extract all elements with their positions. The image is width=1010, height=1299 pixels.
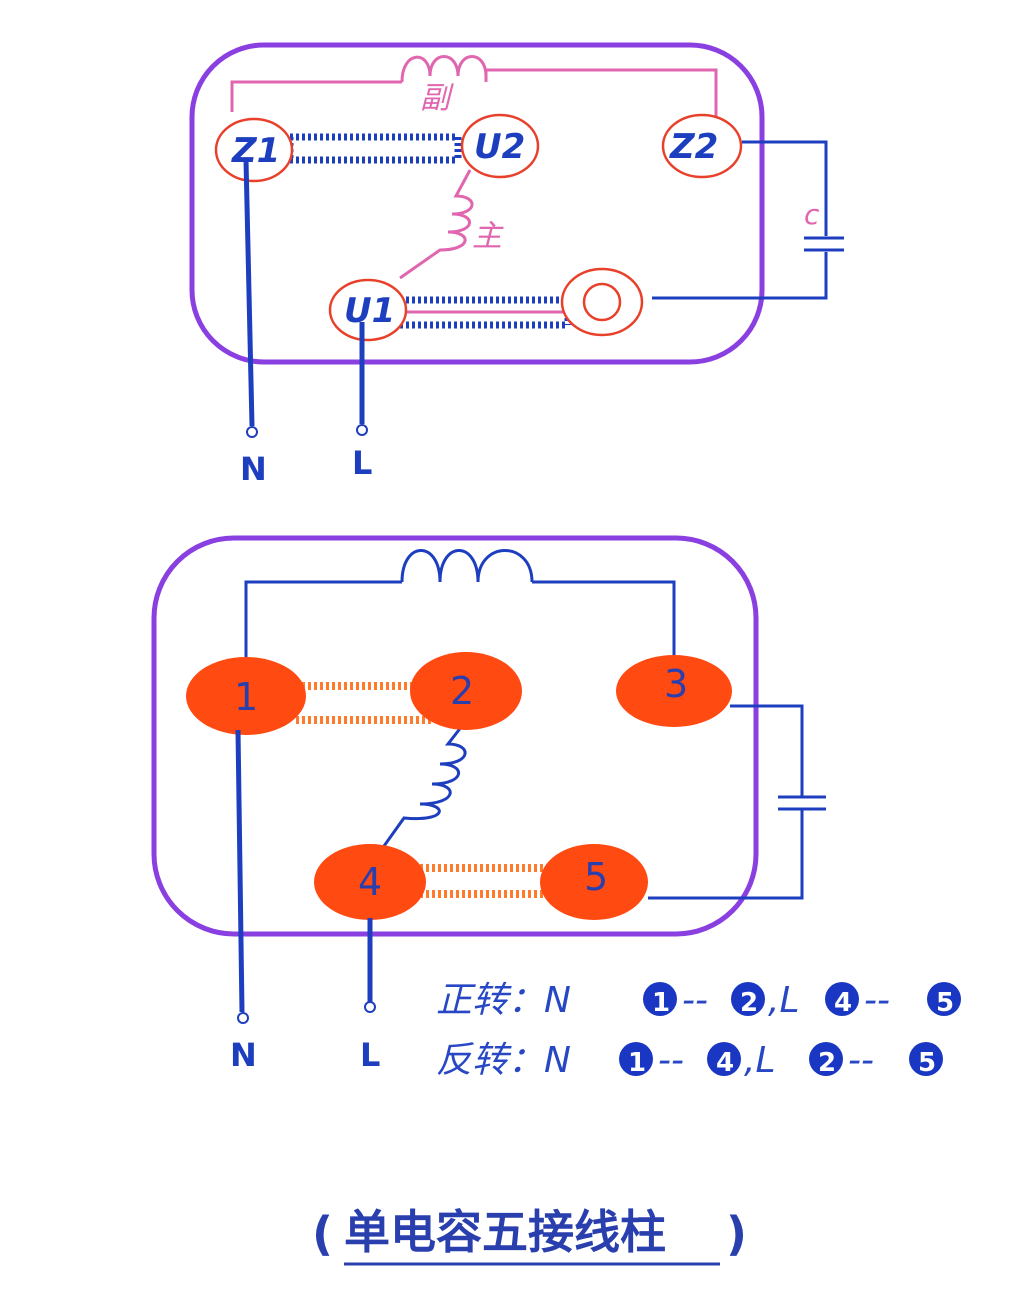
- svg-text:--: --: [658, 1040, 684, 1081]
- svg-text:1: 1: [234, 675, 258, 719]
- top-n-terminal-dot: [246, 426, 258, 438]
- svg-text:--: --: [848, 1040, 874, 1081]
- svg-text:反转：N: 反转：N: [436, 1040, 571, 1081]
- caption-open-paren: (: [312, 1207, 333, 1261]
- bottom-n-label: N: [230, 1036, 257, 1074]
- legend-reverse: 反转：N 1 -- 4 ,L 2 -- 5: [436, 1040, 943, 1081]
- caption-title: 单电容五接线柱: [344, 1205, 666, 1259]
- top-main-winding-label: 主: [472, 219, 504, 254]
- svg-text:Z1: Z1: [231, 131, 280, 171]
- svg-text:正转：N: 正转：N: [436, 980, 571, 1021]
- top-jumper-u1-o: [400, 296, 572, 329]
- svg-text:4: 4: [834, 988, 852, 1018]
- svg-text:3: 3: [664, 662, 688, 706]
- svg-text:2: 2: [818, 1048, 836, 1078]
- top-terminal-z1: Z1: [214, 117, 294, 183]
- bottom-supply-wires: [235, 729, 373, 1013]
- top-aux-winding: [230, 55, 718, 120]
- svg-text:4: 4: [716, 1048, 734, 1078]
- top-capacitor-label: c: [804, 198, 820, 231]
- bottom-terminal-1: 1: [186, 657, 306, 735]
- bottom-l-terminal-dot: [364, 1001, 376, 1013]
- top-supply-wires: [243, 159, 365, 427]
- svg-text:1: 1: [652, 988, 670, 1018]
- svg-text:--: --: [864, 980, 890, 1021]
- svg-text:1: 1: [628, 1048, 646, 1078]
- svg-text:5: 5: [584, 855, 608, 899]
- bottom-diagram: 1 2 3 4 5 N L 正转：N 1: [151, 535, 961, 1081]
- bottom-aux-winding: [244, 549, 676, 660]
- legend-forward: 正转：N 1 -- 2 ,L 4 -- 5: [436, 980, 961, 1021]
- bottom-terminal-4: 4: [314, 844, 426, 920]
- top-terminal-z2: Z2: [661, 113, 743, 179]
- bottom-n-terminal-dot: [237, 1012, 249, 1024]
- bottom-terminal-box: [151, 535, 759, 937]
- top-capacitor-circuit: [652, 140, 844, 300]
- svg-text:U1: U1: [344, 291, 395, 331]
- bottom-l-label: L: [360, 1036, 380, 1074]
- top-terminal-u1: U1: [328, 278, 408, 342]
- caption: ( 单电容五接线柱 ): [312, 1205, 747, 1266]
- bottom-terminal-2: 2: [410, 652, 522, 730]
- top-aux-winding-label: 副: [420, 81, 454, 116]
- bottom-terminal-5: 5: [540, 844, 648, 920]
- top-terminal-blank: [560, 267, 644, 337]
- top-terminal-u2: U2: [460, 113, 540, 179]
- top-terminal-box: [189, 42, 765, 365]
- top-main-winding: [399, 169, 474, 280]
- top-jumper-z1-u2: [286, 133, 462, 164]
- top-diagram: 副 主 Z1 U2 Z2: [189, 42, 844, 488]
- bottom-jumper-1-2: [296, 682, 432, 724]
- svg-text:Z2: Z2: [669, 127, 718, 167]
- svg-text:2: 2: [740, 988, 758, 1018]
- svg-text:U2: U2: [474, 127, 525, 167]
- svg-text:--: --: [682, 980, 708, 1021]
- bottom-main-winding: [382, 725, 467, 847]
- svg-text:5: 5: [936, 988, 954, 1018]
- svg-text:4: 4: [358, 860, 382, 904]
- svg-text:2: 2: [450, 669, 474, 713]
- svg-text:5: 5: [918, 1048, 936, 1078]
- top-n-label: N: [240, 450, 267, 488]
- svg-text:,L: ,L: [768, 980, 800, 1021]
- caption-close-paren: ): [726, 1207, 747, 1261]
- bottom-capacitor-circuit: [648, 704, 826, 900]
- top-l-label: L: [352, 444, 372, 482]
- bottom-jumper-4-5: [420, 864, 552, 898]
- top-l-terminal-dot: [356, 424, 368, 436]
- bottom-terminal-3: 3: [616, 655, 732, 727]
- svg-text:,L: ,L: [744, 1040, 776, 1081]
